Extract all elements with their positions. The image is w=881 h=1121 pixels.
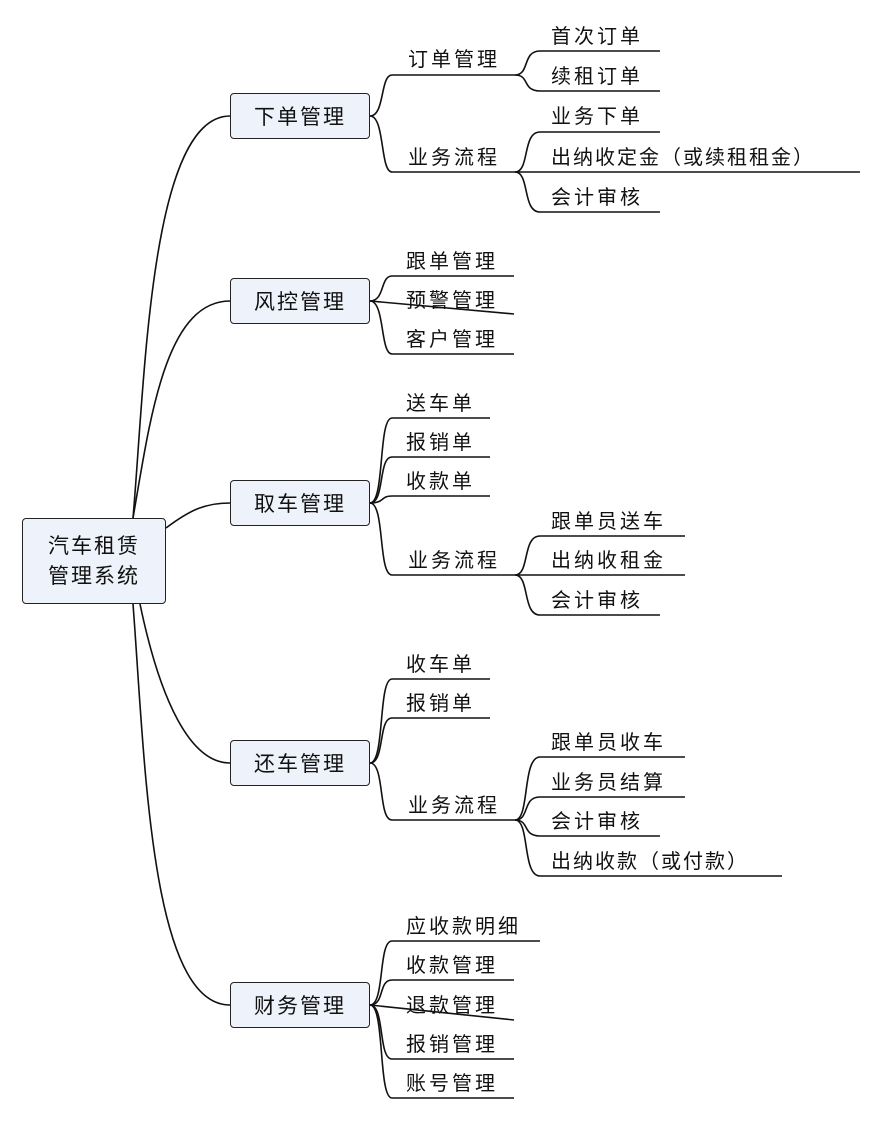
return-flow-item: 业务员结算 bbox=[551, 770, 666, 794]
risk-item: 预警管理 bbox=[406, 288, 498, 312]
finance-item: 收款管理 bbox=[406, 953, 498, 977]
connector-root-order bbox=[132, 115, 231, 519]
pickup-flow-item: 出纳收租金 bbox=[551, 548, 666, 572]
order-flow-item: 出纳收定金（或续租租金） bbox=[551, 145, 815, 169]
return-item: 收车单 bbox=[406, 652, 475, 676]
pickup-flow-label: 业务流程 bbox=[408, 548, 500, 572]
pickup-item: 报销单 bbox=[406, 430, 475, 454]
return-item: 报销单 bbox=[406, 691, 475, 715]
category-risk: 风控管理 bbox=[230, 278, 370, 324]
pickup-flow-item: 跟单员送车 bbox=[551, 509, 666, 533]
order-flow-label: 业务流程 bbox=[408, 145, 500, 169]
category-order: 下单管理 bbox=[230, 93, 370, 139]
order-item: 续租订单 bbox=[551, 64, 643, 88]
finance-item: 账号管理 bbox=[406, 1071, 498, 1095]
finance-item: 退款管理 bbox=[406, 993, 498, 1017]
return-flow-item: 会计审核 bbox=[551, 809, 643, 833]
connector-root-return bbox=[139, 603, 231, 764]
return-flow-item: 跟单员收车 bbox=[551, 730, 666, 754]
pickup-item: 送车单 bbox=[406, 391, 475, 415]
category-return: 还车管理 bbox=[230, 740, 370, 786]
root-line-2: 管理系统 bbox=[48, 564, 140, 588]
order-flow-item: 业务下单 bbox=[551, 104, 643, 128]
order-sub-label: 订单管理 bbox=[408, 47, 500, 71]
connector-root-pickup bbox=[165, 502, 231, 529]
root-node: 汽车租赁 管理系统 bbox=[22, 518, 166, 604]
finance-item: 应收款明细 bbox=[406, 914, 521, 938]
pickup-item: 收款单 bbox=[406, 469, 475, 493]
return-flow-item: 出纳收款（或付款） bbox=[551, 849, 749, 873]
connector-root-risk bbox=[132, 300, 231, 519]
order-item: 首次订单 bbox=[551, 24, 643, 48]
connector-root-finance bbox=[132, 603, 231, 1006]
root-line-1: 汽车租赁 bbox=[48, 534, 140, 558]
order-flow-item: 会计审核 bbox=[551, 185, 643, 209]
return-flow-label: 业务流程 bbox=[408, 793, 500, 817]
risk-item: 跟单管理 bbox=[406, 249, 498, 273]
pickup-flow-item: 会计审核 bbox=[551, 588, 643, 612]
category-pickup: 取车管理 bbox=[230, 480, 370, 526]
risk-item: 客户管理 bbox=[406, 327, 498, 351]
category-finance: 财务管理 bbox=[230, 982, 370, 1028]
finance-item: 报销管理 bbox=[406, 1032, 498, 1056]
